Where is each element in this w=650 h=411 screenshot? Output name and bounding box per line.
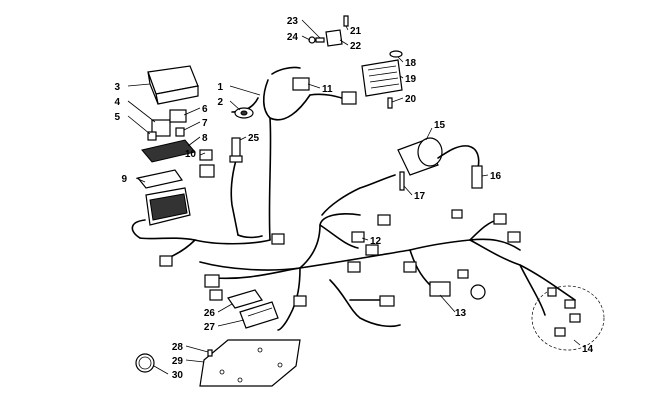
callout-17: 17 bbox=[414, 191, 426, 202]
callout-5: 5 bbox=[114, 112, 120, 123]
harness-lower-run bbox=[214, 267, 301, 280]
connector-mid-right bbox=[379, 295, 395, 307]
callout-6: 6 bbox=[202, 104, 208, 115]
callout-15: 15 bbox=[434, 120, 446, 131]
callout-21: 21 bbox=[350, 26, 362, 37]
regulator-connector bbox=[341, 91, 357, 105]
callout-1: 1 bbox=[217, 82, 223, 93]
callout-11: 11 bbox=[322, 84, 333, 95]
callout-29: 29 bbox=[172, 356, 184, 367]
callout-26: 26 bbox=[204, 308, 216, 319]
connector-group-14 bbox=[531, 285, 605, 351]
callout-labels: 1 2 3 4 5 6 7 8 9 10 11 12 13 14 15 16 1… bbox=[114, 16, 593, 381]
callout-19: 19 bbox=[405, 74, 417, 85]
grommet-hole bbox=[240, 110, 248, 116]
connectors-12 bbox=[347, 214, 391, 273]
voltage-regulator bbox=[361, 59, 403, 97]
connectors-14 bbox=[547, 287, 581, 337]
callout-22: 22 bbox=[350, 41, 362, 52]
ignition-coil bbox=[397, 137, 480, 176]
connector-mid-left-2 bbox=[209, 289, 223, 301]
bolt-17 bbox=[399, 171, 405, 191]
connector-trunk-end bbox=[271, 233, 285, 245]
callout-23: 23 bbox=[287, 16, 299, 27]
callout-8: 8 bbox=[202, 133, 208, 144]
harness-to-13 bbox=[409, 249, 431, 286]
callout-24: 24 bbox=[287, 32, 299, 43]
harness-down-26 bbox=[277, 267, 301, 331]
harness-down-right bbox=[329, 279, 401, 328]
callout-20: 20 bbox=[405, 94, 417, 105]
spark-plug-cap bbox=[471, 165, 483, 189]
relay-2 bbox=[169, 109, 187, 123]
nut-18 bbox=[389, 50, 403, 58]
connector-right-3 bbox=[451, 209, 463, 219]
connector-right-2 bbox=[507, 231, 521, 243]
fuse-panel bbox=[141, 139, 196, 163]
callout-3: 3 bbox=[114, 82, 120, 93]
fuse-block-base bbox=[136, 169, 191, 226]
callout-4: 4 bbox=[114, 97, 120, 108]
connector-10b bbox=[199, 149, 213, 161]
callout-28: 28 bbox=[172, 342, 184, 353]
callout-14: 14 bbox=[582, 344, 594, 355]
callout-27: 27 bbox=[204, 322, 216, 333]
callout-25: 25 bbox=[248, 133, 260, 144]
harness-connector-branch bbox=[319, 224, 359, 249]
harness-lower-left bbox=[167, 239, 196, 259]
callout-12: 12 bbox=[370, 236, 382, 247]
callout-18: 18 bbox=[405, 58, 417, 69]
screw-23 bbox=[315, 37, 325, 43]
harness-to-fusebox bbox=[139, 237, 271, 245]
ecu-26 bbox=[227, 289, 263, 309]
callout-2: 2 bbox=[217, 97, 223, 108]
harness-right-run bbox=[409, 238, 521, 251]
mounting-plate bbox=[199, 339, 301, 387]
bolt-21 bbox=[343, 15, 349, 27]
connector-mid-left bbox=[204, 274, 220, 288]
callout-16: 16 bbox=[490, 171, 502, 182]
connector-lower-left bbox=[159, 255, 173, 267]
harness-fusebox-loop bbox=[131, 219, 146, 239]
switch-13 bbox=[403, 261, 486, 300]
fuse-2 bbox=[175, 127, 185, 137]
fuse-small bbox=[147, 131, 157, 141]
callout-10: 10 bbox=[185, 149, 197, 160]
harness-to-coil bbox=[321, 174, 396, 216]
bracket-22 bbox=[325, 29, 343, 47]
fuse-box-cover bbox=[147, 65, 199, 105]
leader-lines bbox=[127, 19, 581, 375]
harness-25-end bbox=[237, 234, 263, 239]
bolt-20 bbox=[387, 97, 393, 109]
callout-9: 9 bbox=[121, 174, 127, 185]
harness-trunk bbox=[268, 117, 272, 241]
module-27 bbox=[239, 301, 279, 329]
connector-right-1 bbox=[493, 213, 507, 225]
harness-to-25 bbox=[230, 159, 239, 236]
callout-7: 7 bbox=[202, 118, 208, 129]
washer-24 bbox=[308, 36, 316, 44]
connector-mid bbox=[293, 295, 307, 307]
clamp-ring-inner bbox=[138, 356, 152, 370]
connector-11 bbox=[292, 77, 310, 91]
connector-10 bbox=[199, 164, 215, 178]
callout-30: 30 bbox=[172, 370, 184, 381]
main-harness bbox=[131, 66, 576, 331]
sensor-25 bbox=[229, 137, 243, 163]
harness-14-branch bbox=[519, 264, 546, 316]
callout-13: 13 bbox=[455, 308, 467, 319]
screw-28 bbox=[207, 349, 213, 357]
harness-top-branch bbox=[271, 66, 301, 75]
